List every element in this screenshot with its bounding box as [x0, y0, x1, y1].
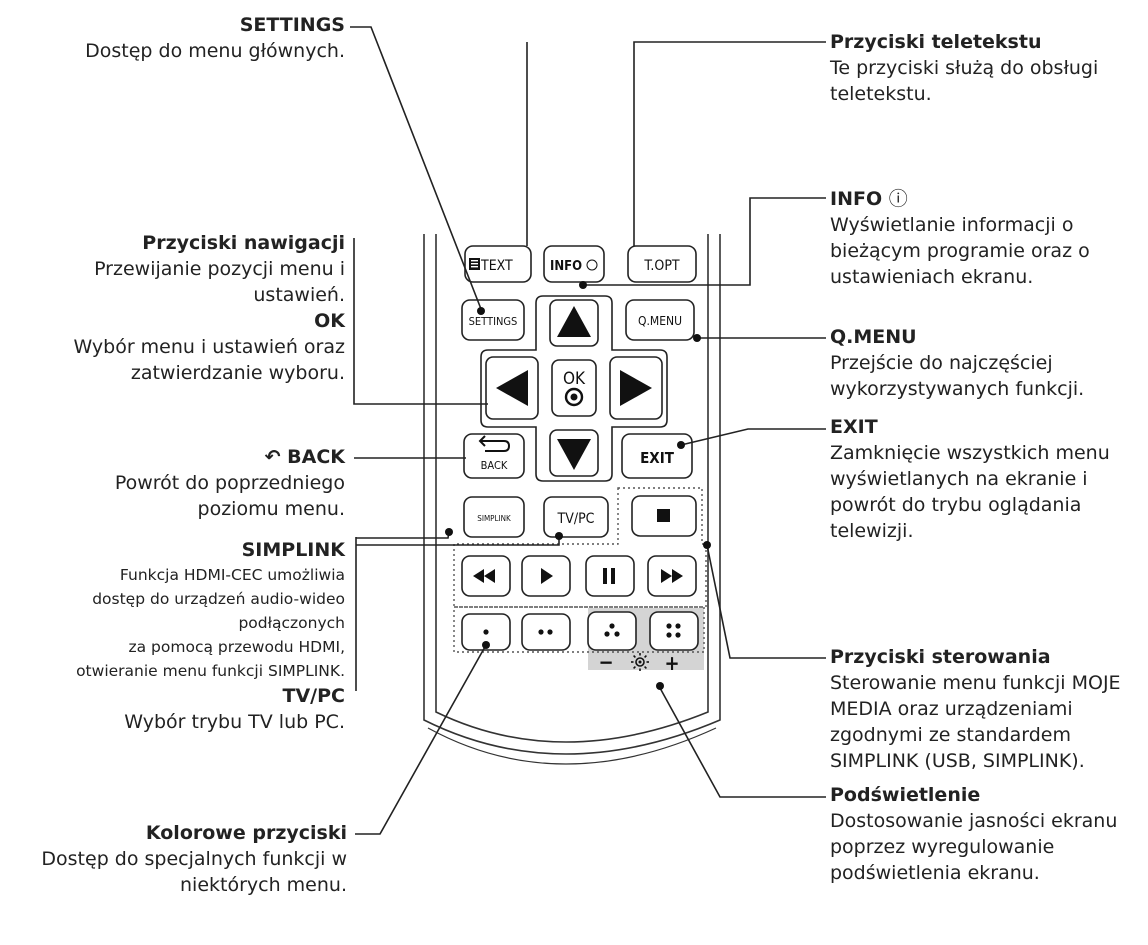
label-teletext-desc: Te przyciski służą do obsługi teletekstu…: [830, 57, 1099, 105]
label-exit-desc: Zamknięcie wszystkich menu wyświetlanych…: [830, 442, 1110, 542]
label-backlight-desc: Dostosowanie jasności ekranu poprzez wyr…: [830, 810, 1118, 884]
label-qmenu-desc: Przejście do najczęściej wykorzystywanyc…: [830, 352, 1085, 400]
label-teletext: Przyciski teletekstu Te przyciski służą …: [830, 29, 1142, 107]
leader-dots: [445, 281, 711, 690]
settings-button-label: SETTINGS: [469, 315, 518, 328]
info-circle-label-icon: ⓘ: [888, 188, 908, 210]
three-dots-icon: [604, 623, 620, 637]
simplink-button-label: SIMPLINK: [477, 514, 511, 523]
pause-button[interactable]: [585, 555, 635, 597]
ok-button-label: OK: [563, 369, 586, 389]
label-control: Przyciski sterowania Sterowanie menu fun…: [830, 644, 1142, 774]
label-teletext-title: Przyciski teletekstu: [830, 31, 1042, 53]
tvpc-button[interactable]: [543, 496, 609, 538]
play-icon: [541, 568, 553, 584]
label-info-title-row: INFO ⓘ: [830, 186, 1142, 212]
label-backlight-title: Podświetlenie: [830, 784, 981, 806]
label-tvpc-desc: Wybór trybu TV lub PC.: [124, 711, 345, 733]
four-dots-icon: [666, 623, 681, 638]
label-settings: SETTINGS Dostęp do menu głównych.: [10, 12, 345, 64]
label-ok-desc: Wybór menu i ustawień oraz zatwierdzanie…: [73, 336, 345, 384]
rewind-icon: [473, 569, 495, 583]
back-button-label: BACK: [481, 459, 508, 472]
right-arrow-icon: [620, 370, 652, 406]
backlight-minus-label: −: [598, 650, 613, 674]
info-button-label: INFO: [550, 259, 582, 274]
label-navigation-desc: Przewijanie pozycji menu i ustawień.: [94, 258, 345, 306]
info-circle-icon: [586, 259, 598, 271]
back-symbol-icon: ↶: [264, 446, 288, 468]
label-simplink-desc-2: dostęp do urządzeń audio-wideo: [92, 590, 345, 608]
label-navigation-title: Przyciski nawigacji: [142, 232, 345, 254]
label-ok-title: OK: [314, 310, 345, 332]
teletext-icon: [469, 258, 480, 270]
label-qmenu: Q.MENU Przejście do najczęściej wykorzys…: [830, 324, 1142, 402]
label-control-title: Przyciski sterowania: [830, 646, 1051, 668]
one-dot-icon: [483, 629, 489, 635]
label-back-desc: Powrót do poprzedniego poziomu menu.: [114, 472, 345, 520]
label-simplink-desc-4: za pomocą przewodu HDMI,: [128, 638, 345, 656]
label-simplink-desc-1: Funkcja HDMI-CEC umożliwia: [119, 566, 345, 584]
exit-button-label: EXIT: [640, 449, 675, 467]
label-back-title: BACK: [287, 446, 345, 468]
ok-target-icon: [564, 387, 584, 407]
down-arrow-icon: [557, 439, 591, 470]
label-backlight: Podświetlenie Dostosowanie jasności ekra…: [830, 782, 1142, 886]
label-control-desc: Sterowanie menu funkcji MOJE MEDIA oraz …: [830, 672, 1121, 772]
color-button-4[interactable]: [649, 611, 699, 651]
label-color-desc: Dostęp do specjalnych funkcji w niektóry…: [41, 848, 347, 896]
label-back-title-row: ↶ BACK: [40, 444, 345, 470]
label-exit-title: EXIT: [830, 416, 878, 438]
pause-icon: [603, 568, 615, 584]
sun-icon: [631, 653, 649, 671]
color-dotted-group: [453, 606, 705, 653]
label-back: ↶ BACK Powrót do poprzedniego poziomu me…: [40, 444, 345, 522]
up-arrow-icon: [557, 306, 591, 337]
label-simplink: SIMPLINK Funkcja HDMI-CEC umożliwia dost…: [4, 537, 345, 735]
fast-forward-icon: [661, 569, 683, 583]
backlight-plus-label: +: [664, 651, 679, 675]
left-arrow-icon: [496, 370, 528, 406]
label-simplink-desc-5: otwieranie menu funkcji SIMPLINK.: [76, 662, 345, 680]
back-arrow-icon: [478, 435, 511, 452]
remote-body: [423, 234, 721, 765]
label-info: INFO ⓘ Wyświetlanie informacji o bieżący…: [830, 186, 1142, 290]
simplink-button[interactable]: [463, 496, 525, 538]
color-button-2[interactable]: [521, 613, 571, 651]
topt-button-label: T.OPT: [643, 258, 680, 274]
label-info-desc: Wyświetlanie informacji o bieżącym progr…: [830, 214, 1090, 288]
label-tvpc-title: TV/PC: [282, 685, 345, 707]
label-simplink-title: SIMPLINK: [241, 539, 345, 561]
topt-button[interactable]: [627, 245, 697, 283]
leader-lines: [350, 26, 826, 835]
stop-icon: [657, 509, 670, 522]
label-simplink-desc-3: podłączonych: [238, 614, 345, 632]
exit-button[interactable]: [621, 433, 693, 479]
label-settings-title: SETTINGS: [239, 14, 345, 36]
label-color-title: Kolorowe przyciski: [145, 822, 347, 844]
color-button-3[interactable]: [587, 611, 637, 651]
two-dots-icon: [538, 629, 553, 635]
label-color-buttons: Kolorowe przyciski Dostęp do specjalnych…: [4, 820, 347, 898]
label-info-title: INFO: [830, 188, 883, 210]
text-button[interactable]: [464, 245, 532, 283]
qmenu-button-label: Q.MENU: [638, 314, 682, 328]
label-navigation: Przyciski nawigacji Przewijanie pozycji …: [20, 230, 345, 386]
label-qmenu-title: Q.MENU: [830, 326, 917, 348]
qmenu-button[interactable]: [625, 299, 695, 341]
label-exit: EXIT Zamknięcie wszystkich menu wyświetl…: [830, 414, 1142, 544]
label-settings-desc: Dostęp do menu głównych.: [85, 40, 345, 62]
tvpc-button-label: TV/PC: [557, 511, 595, 527]
media-dotted-group: [453, 487, 707, 608]
text-button-label: TEXT: [480, 258, 513, 274]
info-button[interactable]: [543, 245, 605, 283]
